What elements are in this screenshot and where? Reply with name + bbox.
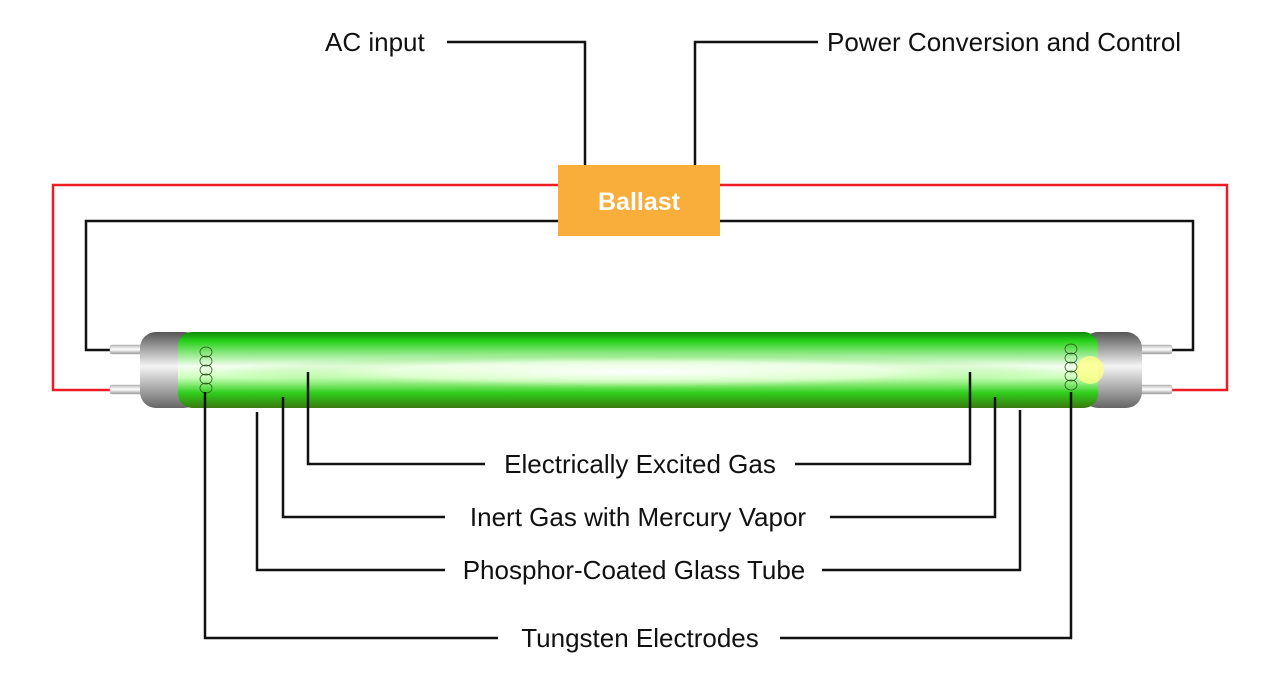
excited-gas-leader-right xyxy=(795,372,972,466)
phosphor-tube-label: Phosphor-Coated Glass Tube xyxy=(463,555,806,585)
power-conversion-line xyxy=(693,40,818,166)
phosphor-leader-right xyxy=(822,410,1022,572)
ballast-box: Ballast xyxy=(558,165,720,236)
tungsten-leader-right xyxy=(780,392,1073,640)
excited-gas-label: Electrically Excited Gas xyxy=(504,449,776,479)
electrode-glow xyxy=(1076,356,1104,384)
tungsten-electrodes-label: Tungsten Electrodes xyxy=(521,623,759,653)
power-conversion-label: Power Conversion and Control xyxy=(827,27,1181,57)
excited-gas-glow xyxy=(220,354,1060,390)
ballast-label: Ballast xyxy=(598,188,681,216)
inert-gas-label: Inert Gas with Mercury Vapor xyxy=(470,502,807,532)
ac-input-label: AC input xyxy=(325,27,425,57)
right-tungsten-electrode xyxy=(1064,343,1078,391)
left-pin-bottom xyxy=(109,384,146,395)
inert-gas-leader-left xyxy=(281,397,445,519)
ac-input-line xyxy=(447,40,587,166)
inert-gas-leader-right xyxy=(830,397,997,519)
phosphor-leader-left xyxy=(255,412,445,572)
left-pin-top xyxy=(109,344,146,355)
excited-gas-leader-left xyxy=(306,372,485,466)
black-wire xyxy=(84,219,1195,352)
tungsten-leader-left xyxy=(203,392,498,640)
